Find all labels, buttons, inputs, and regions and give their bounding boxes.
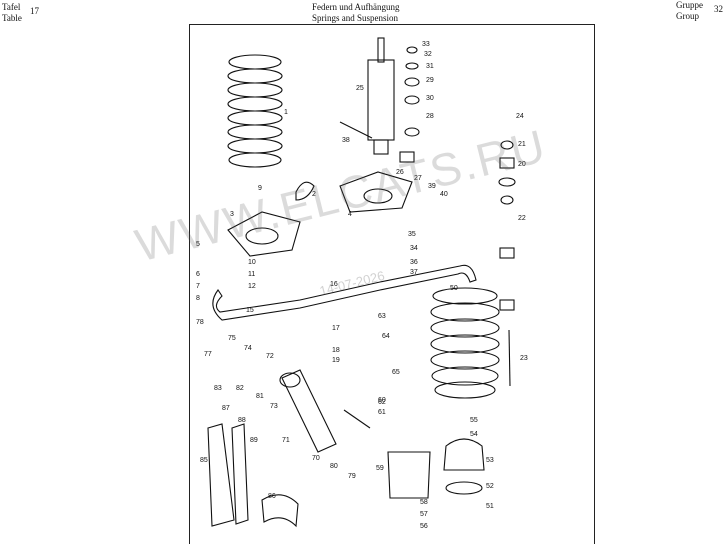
- callout-61: 61: [378, 409, 386, 416]
- stabilizer-bar-drawing: [212, 264, 477, 321]
- page-title-en: Springs and Suspension: [312, 13, 399, 23]
- callout-5: 5: [196, 241, 200, 248]
- table-label-de: Tafel: [2, 2, 21, 12]
- callout-15: 15: [246, 307, 254, 314]
- callout-6: 6: [196, 271, 200, 278]
- group-number: 32: [714, 4, 723, 14]
- leaf-strap-drawing: [207, 423, 299, 528]
- callout-72: 72: [266, 353, 274, 360]
- callout-37: 37: [410, 269, 418, 276]
- callout-30: 30: [426, 95, 434, 102]
- callout-39: 39: [428, 183, 436, 190]
- callout-73: 73: [270, 403, 278, 410]
- callout-89: 89: [250, 437, 258, 444]
- callout-77: 77: [204, 351, 212, 358]
- callout-20: 20: [518, 161, 526, 168]
- callout-56: 56: [420, 523, 428, 530]
- callout-27: 27: [414, 175, 422, 182]
- callout-1: 1: [284, 109, 288, 116]
- callout-33: 33: [422, 41, 430, 48]
- callout-26: 26: [396, 169, 404, 176]
- callout-81: 81: [256, 393, 264, 400]
- group-label-de: Gruppe: [676, 0, 703, 10]
- callout-36: 36: [410, 259, 418, 266]
- group-label: Gruppe Group: [676, 0, 703, 22]
- callout-31: 31: [426, 63, 434, 70]
- callout-7: 7: [196, 283, 200, 290]
- callout-11: 11: [248, 271, 255, 278]
- rubber-boot-drawing: [387, 438, 485, 499]
- callout-34: 34: [410, 245, 418, 252]
- callout-85: 85: [200, 457, 208, 464]
- callout-9: 9: [258, 185, 262, 192]
- callout-50: 50: [450, 285, 458, 292]
- callout-88: 88: [238, 417, 246, 424]
- callout-32: 32: [424, 51, 432, 58]
- callout-10: 10: [248, 259, 256, 266]
- spring-mount-plates-drawing: [227, 171, 413, 257]
- small-parts-column-drawing: [339, 46, 516, 429]
- coil-spring-drawing: [227, 54, 283, 168]
- callout-51: 51: [486, 503, 494, 510]
- callout-28: 28: [426, 113, 434, 120]
- callout-8: 8: [196, 295, 200, 302]
- page-title-de: Federn und Aufhängung: [312, 2, 400, 12]
- callout-80: 80: [330, 463, 338, 470]
- diagram-frame: [189, 24, 595, 544]
- callout-53: 53: [486, 457, 494, 464]
- callout-58: 58: [420, 499, 428, 506]
- callout-3: 3: [230, 211, 234, 218]
- lower-coil-spring-drawing: [430, 287, 500, 399]
- shock-absorber-lower-drawing: [279, 369, 337, 453]
- callout-2: 2: [312, 191, 316, 198]
- callout-23: 23: [520, 355, 528, 362]
- callout-82: 82: [236, 385, 244, 392]
- callout-21: 21: [518, 141, 526, 148]
- callout-87: 87: [222, 405, 230, 412]
- callout-25: 25: [356, 85, 364, 92]
- page-title: Federn und Aufhängung Springs and Suspen…: [312, 2, 400, 24]
- callout-64: 64: [382, 333, 390, 340]
- callout-4: 4: [348, 211, 352, 218]
- callout-59: 59: [376, 465, 384, 472]
- callout-19: 19: [332, 357, 340, 364]
- callout-22: 22: [518, 215, 526, 222]
- callout-numbers: 1 2 3 4 5 6 7 8 9 10 11 12 15 16 17 18 1…: [196, 41, 528, 530]
- callout-79: 79: [348, 473, 356, 480]
- callout-12: 12: [248, 283, 256, 290]
- group-label-en: Group: [676, 11, 699, 21]
- callout-52: 52: [486, 483, 494, 490]
- callout-63: 63: [378, 313, 386, 320]
- callout-40: 40: [440, 191, 448, 198]
- callout-74: 74: [244, 345, 252, 352]
- callout-38: 38: [342, 137, 350, 144]
- callout-70: 70: [312, 455, 320, 462]
- callout-86: 86: [268, 493, 276, 500]
- callout-60: 60: [378, 397, 386, 404]
- callout-83: 83: [214, 385, 222, 392]
- callout-35: 35: [408, 231, 416, 238]
- callout-75: 75: [228, 335, 236, 342]
- callout-17: 17: [332, 325, 340, 332]
- table-label-en: Table: [2, 13, 22, 23]
- callout-29: 29: [426, 77, 434, 84]
- callout-18: 18: [332, 347, 340, 354]
- callout-65: 65: [392, 369, 400, 376]
- callout-71: 71: [282, 437, 290, 444]
- callout-24: 24: [516, 113, 524, 120]
- callout-16: 16: [330, 281, 338, 288]
- table-number: 17: [30, 6, 39, 16]
- table-label: Tafel Table: [2, 2, 22, 24]
- callout-62: 62: [378, 399, 386, 406]
- callout-55: 55: [470, 417, 478, 424]
- callout-54: 54: [470, 431, 478, 438]
- callout-57: 57: [420, 511, 428, 518]
- shock-absorber-top-drawing: [367, 37, 395, 155]
- callout-78: 78: [196, 319, 204, 326]
